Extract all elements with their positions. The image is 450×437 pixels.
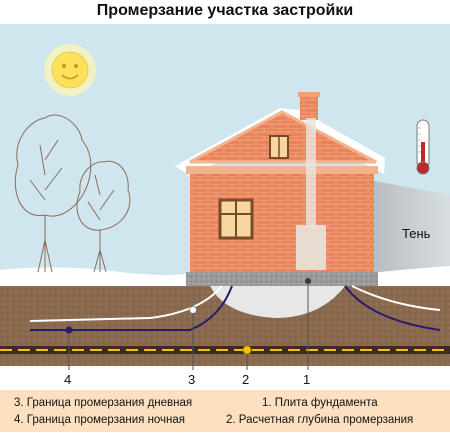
shadow-area (370, 180, 450, 286)
shadow-label: Тень (402, 226, 431, 241)
night-freezing-line (30, 285, 441, 331)
marker-label-4: 4 (64, 372, 71, 387)
diagram-title: Промерзание участка застройки (96, 2, 354, 19)
marker-label-2: 2 (242, 372, 249, 387)
legend-item-4: 4. Граница промерзания ночная (14, 414, 185, 426)
tree-icon (14, 114, 131, 273)
diagram-scene: Тень 4 3 2 1 3. Граница промерзания днев… (0, 24, 450, 432)
marker-dot-2 (242, 345, 252, 355)
marker-dot-4 (65, 326, 73, 334)
thermometer-icon (416, 119, 430, 175)
legend-item-1: 1. Плита фундамента (262, 397, 378, 409)
thawed-zone (210, 286, 345, 318)
day-freezing-line (29, 285, 441, 322)
legend-item-3: 3. Граница промерзания дневная (14, 397, 192, 409)
legend-box (0, 390, 450, 432)
marker-label-1: 1 (303, 372, 310, 387)
marker-dot-1 (305, 278, 311, 284)
legend-item-2: 2. Расчетная глубина промерзания (226, 414, 413, 426)
sun-icon (44, 44, 96, 96)
leader-lines (68, 284, 309, 370)
marker-label-3: 3 (188, 372, 195, 387)
marker-dot-3 (189, 306, 197, 314)
